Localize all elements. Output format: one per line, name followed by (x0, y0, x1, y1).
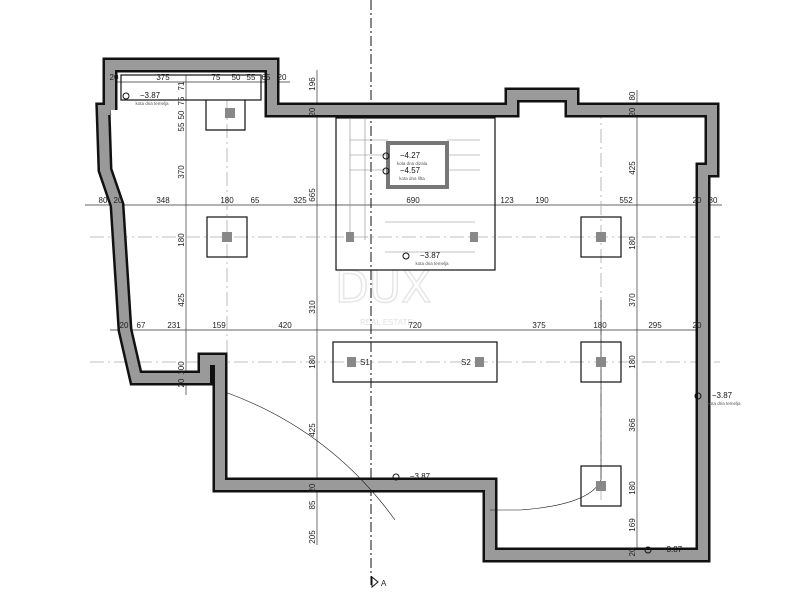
dimension-label: 80 (628, 91, 637, 100)
dimension-label: 20 (308, 483, 317, 492)
dimension-label: 100 (177, 361, 186, 375)
dimension-label: 180 (593, 321, 607, 330)
dimension-label: 180 (628, 236, 637, 250)
dimension-label: 205 (308, 530, 317, 544)
dimension-label: 75 (177, 96, 186, 105)
stairs (349, 118, 480, 253)
dimension-label: 180 (220, 196, 234, 205)
level-label: −3.87 (420, 251, 441, 260)
dimension-label: 425 (628, 161, 637, 175)
dimension-label: 20 (693, 196, 702, 205)
dimension-label: 325 (293, 196, 307, 205)
dimension-label: 375 (156, 73, 170, 82)
dimension-label: 20 (628, 107, 637, 116)
beam-label-s1: S1 (360, 358, 370, 367)
level-label: −3.87 (712, 391, 733, 400)
level-note: kota dna temelja (707, 401, 741, 406)
dimension-label: 180 (308, 355, 317, 369)
dimension-label: 159 (212, 321, 226, 330)
dimension-label: 425 (177, 293, 186, 307)
dimension-label: 71 (177, 81, 186, 90)
level-label: −3.87 (410, 472, 431, 481)
dimension-label: 690 (406, 196, 420, 205)
dimension-label: 55 (247, 73, 256, 82)
dimension-label: 65 (262, 73, 271, 82)
dimension-label: 375 (532, 321, 546, 330)
dimension-label: 20 (114, 196, 123, 205)
beam-label-s2: S2 (461, 358, 471, 367)
dimension-label: 196 (308, 77, 317, 91)
dimension-label: 50 (232, 73, 241, 82)
level-label: −3.87 (662, 545, 683, 554)
dimension-label: 67 (137, 321, 146, 330)
level-marker-icon (392, 473, 400, 481)
level-label: −4.27 (400, 151, 421, 160)
dimension-label: 180 (177, 233, 186, 247)
dimension-label: 348 (156, 196, 170, 205)
dimension-label: 190 (535, 196, 549, 205)
dimension-label: 20 (308, 107, 317, 116)
dimension-label: 80 (99, 196, 108, 205)
dimension-label: 80 (709, 196, 718, 205)
dimension-label: 20 (278, 73, 287, 82)
dimension-label: 370 (177, 165, 186, 179)
dimension-label: 295 (648, 321, 662, 330)
dimension-label: 20 (177, 378, 186, 387)
walls (95, 57, 720, 563)
dimension-label: 85 (308, 500, 317, 509)
level-note: kota dna lifta (399, 176, 425, 181)
structure (120, 74, 622, 521)
dimension-label: 20 (693, 321, 702, 330)
dimension-label: 180 (628, 355, 637, 369)
dimension-label: 366 (628, 418, 637, 432)
level-marker-icon (402, 252, 410, 260)
level-label: −3.87 (140, 91, 161, 100)
dimension-label: 20 (110, 73, 119, 82)
level-note: kota dna dizala (397, 161, 428, 166)
level-marker-icon (382, 167, 390, 175)
dimension-label: 665 (308, 188, 317, 202)
dimension-lines (85, 70, 722, 560)
dimension-label: 65 (251, 196, 260, 205)
level-marker-icon (122, 92, 130, 100)
level-label: −4.57 (400, 166, 421, 175)
level-marker-icon (644, 546, 652, 554)
dimension-label: 169 (628, 518, 637, 532)
dimension-label: 370 (628, 293, 637, 307)
svg-text:REAL ESTATE: REAL ESTATE (360, 318, 413, 327)
column-cores (222, 108, 606, 491)
dimension-label: 552 (619, 196, 633, 205)
dimension-label: 123 (500, 196, 514, 205)
dimension-label: 180 (628, 481, 637, 495)
svg-text:A: A (381, 579, 387, 588)
level-note: kota dna temelja (135, 101, 169, 106)
watermark-logo: DUX REAL ESTATE (334, 261, 432, 327)
level-marker-icon (694, 392, 702, 400)
level-note: kota dna temelja (415, 261, 449, 266)
dimension-label: 420 (278, 321, 292, 330)
level-marker-icon (382, 152, 390, 160)
section-marker: A (371, 575, 387, 589)
dimension-label: 55 (177, 122, 186, 131)
dimension-label: 425 (308, 423, 317, 437)
dimension-label: 20 (120, 321, 129, 330)
dimension-label: 20 (628, 547, 637, 556)
dimension-label: 231 (167, 321, 181, 330)
dimension-label: 310 (308, 300, 317, 314)
dimension-label: 75 (212, 73, 221, 82)
dimension-label: 50 (177, 110, 186, 119)
dimension-label: 720 (408, 321, 422, 330)
